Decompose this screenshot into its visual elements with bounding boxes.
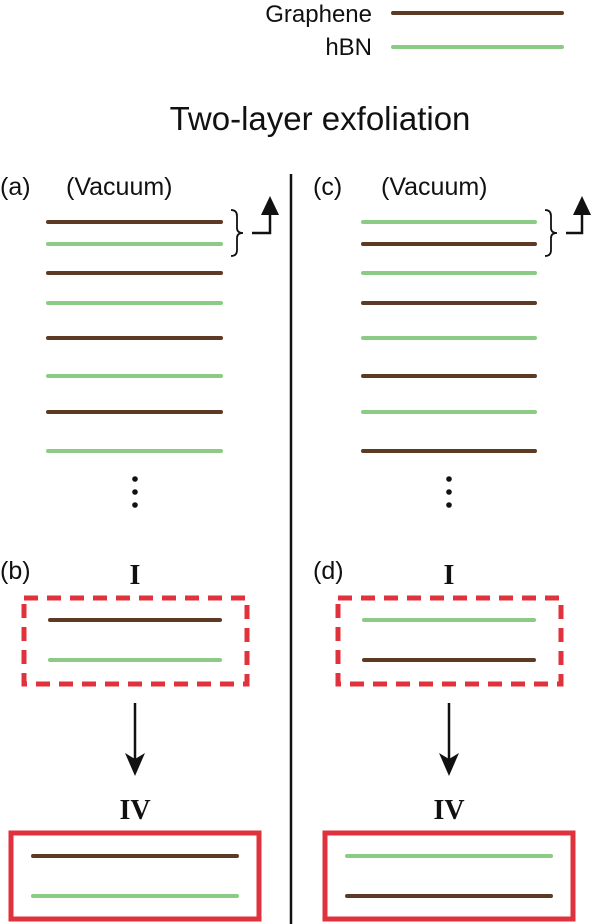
legend-label-graphene: Graphene [265,1,372,28]
arrow-up-icon-a [261,196,279,215]
step-label-b-to: IV [119,795,150,826]
medium-label-a: (Vacuum) [66,173,173,201]
medium-label-c: (Vacuum) [381,173,488,201]
step-label-b-from: I [130,560,141,591]
legend: Graphene hBN [265,1,564,61]
brace-icon-c [544,209,558,257]
peel-arrow-a [252,212,272,235]
step-label-d-to: IV [433,795,464,826]
panel-label-d: (d) [313,557,344,585]
dashed-box-b [21,595,250,687]
peel-arrow-c [566,212,584,235]
ellipsis-icon-a [132,476,138,508]
step-label-d-from: I [444,560,455,591]
arrow-up-icon-c [573,196,591,215]
brace-icon-a [230,209,244,257]
diagram-title: Two-layer exfoliation [170,100,471,137]
panel-label-a: (a) [0,173,31,201]
panel-label-c: (c) [313,173,342,201]
legend-label-hbn: hBN [325,34,372,61]
ellipsis-icon-c [446,476,452,508]
arrow-down-icon-d [439,753,459,776]
dashed-box-d [335,595,564,687]
solid-box-b [8,830,262,922]
arrow-down-icon-b [125,753,145,776]
panel-label-b: (b) [0,557,31,585]
solid-box-d [322,830,576,922]
